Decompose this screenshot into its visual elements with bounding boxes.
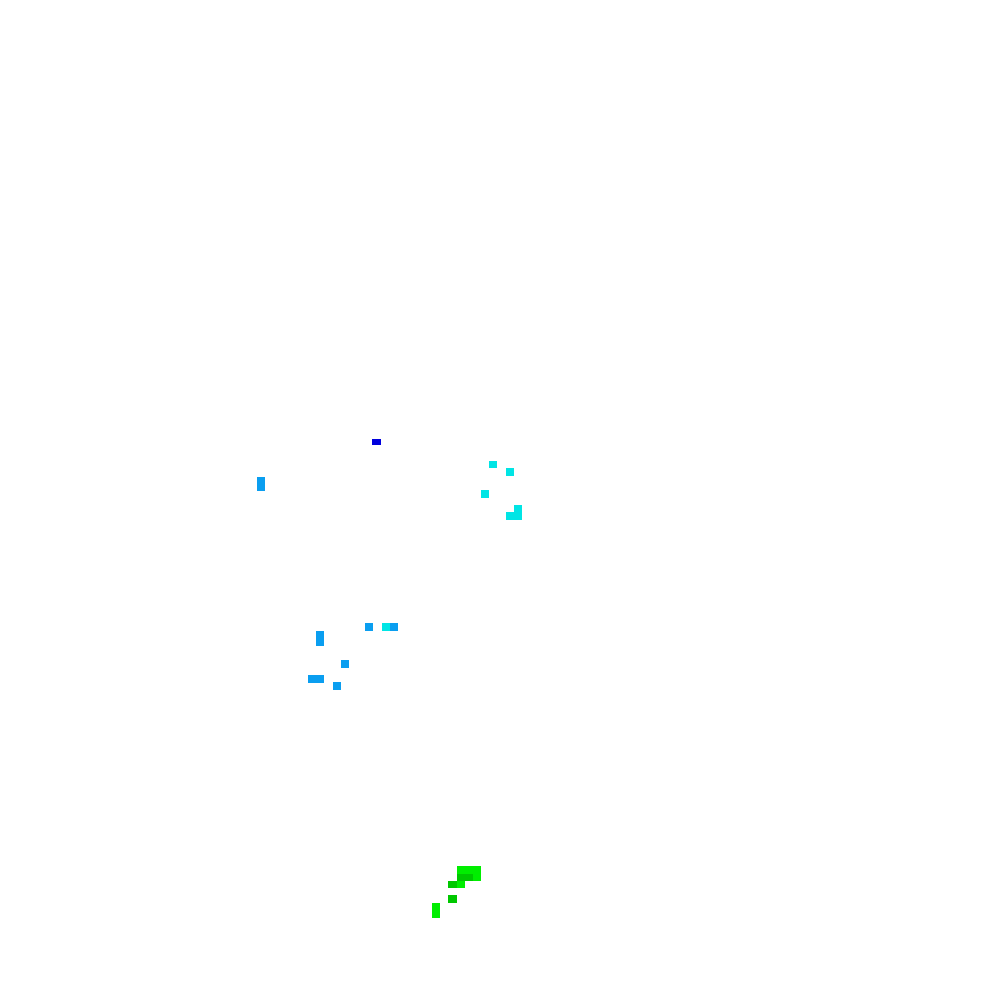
azure-cluster-pixel bbox=[390, 623, 398, 631]
cyan-cluster-pixel bbox=[506, 512, 522, 520]
green-cluster-pixel bbox=[432, 903, 440, 918]
left-azure-cell-pixel bbox=[257, 477, 265, 491]
green-cluster-pixel bbox=[448, 895, 457, 903]
cyan-cluster-pixel bbox=[506, 468, 514, 476]
azure-cluster-pixel bbox=[365, 623, 373, 631]
cyan-cluster-pixel bbox=[481, 490, 489, 498]
green-cluster-pixel bbox=[457, 874, 473, 881]
green-cluster-pixel bbox=[448, 881, 457, 888]
green-cluster-pixel bbox=[457, 866, 481, 874]
azure-cluster-pixel bbox=[308, 675, 324, 683]
azure-cluster-pixel bbox=[382, 623, 390, 631]
cyan-cluster-pixel bbox=[489, 461, 497, 468]
azure-cluster-pixel bbox=[316, 631, 324, 646]
azure-cluster-pixel bbox=[341, 660, 349, 668]
green-cluster-pixel bbox=[473, 874, 481, 881]
blue-cell-pixel bbox=[372, 439, 381, 445]
azure-cluster-pixel bbox=[333, 682, 341, 690]
green-cluster-pixel bbox=[457, 881, 465, 888]
cyan-cluster-pixel bbox=[514, 505, 522, 513]
